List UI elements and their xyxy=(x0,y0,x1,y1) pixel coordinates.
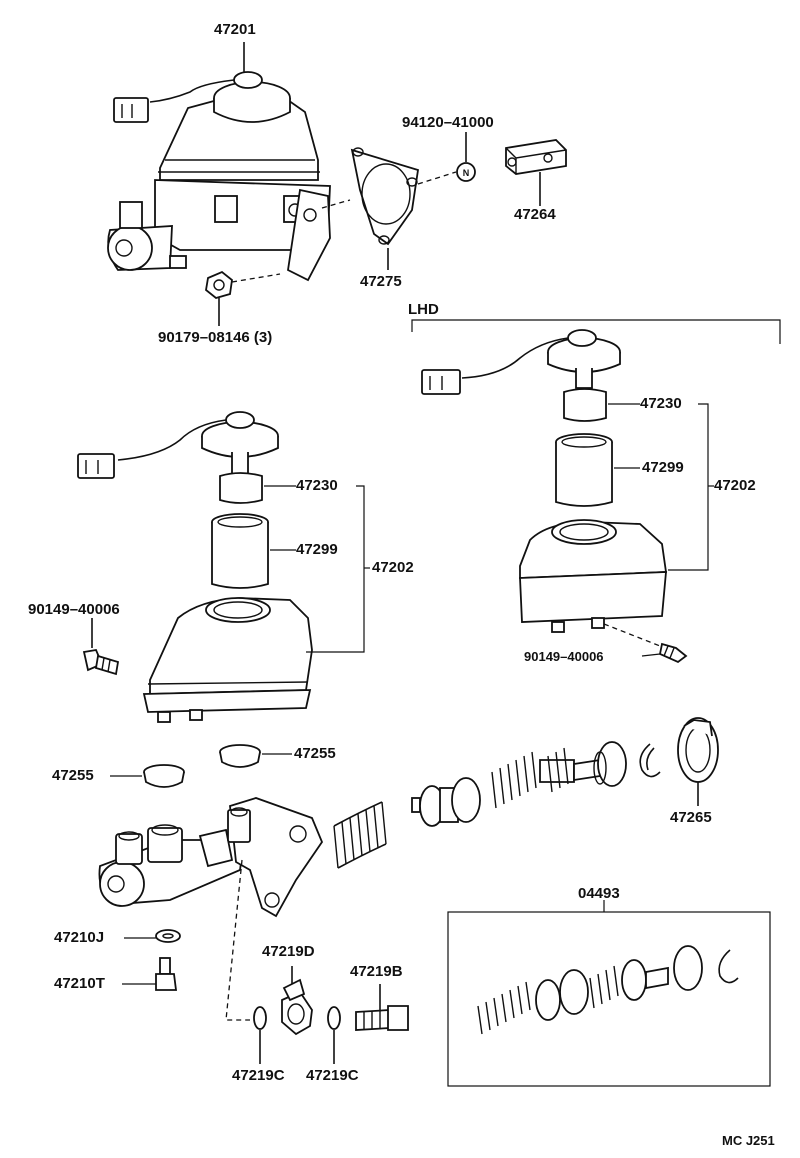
label-47210J: 47210J xyxy=(54,929,105,946)
label-47299-right: 47299 xyxy=(642,459,684,476)
label-47230-right: 47230 xyxy=(640,395,682,412)
float-47230-left xyxy=(219,472,263,504)
label-47201: 47201 xyxy=(214,21,256,38)
label-47219C-b: 47219C xyxy=(306,1067,359,1084)
screw-90149-40006-right xyxy=(658,642,688,664)
label-47255-right: 47255 xyxy=(294,745,336,762)
nut-94120-41000: N xyxy=(456,162,476,182)
label-47230-left: 47230 xyxy=(296,477,338,494)
spring-1 xyxy=(333,801,387,869)
label-lhd: LHD xyxy=(408,301,439,318)
label-47299-left: 47299 xyxy=(296,541,338,558)
label-47255-left: 47255 xyxy=(52,767,94,784)
float-47230-right xyxy=(563,388,607,422)
filter-47299-right xyxy=(555,433,613,507)
snap-ring xyxy=(639,743,661,778)
bolt-47219B xyxy=(355,1005,409,1031)
bolt-90179-08146 xyxy=(205,270,233,299)
label-47210T: 47210T xyxy=(54,975,105,992)
reservoir-47202-left xyxy=(142,597,313,723)
gasket-47219C-a xyxy=(253,1006,267,1030)
label-47202-left: 47202 xyxy=(372,559,414,576)
grommet-47255-left xyxy=(143,764,185,788)
svg-text:N: N xyxy=(463,168,470,178)
bleeder-47210T xyxy=(155,957,178,991)
gasket-47275 xyxy=(350,147,420,246)
repair-kit-box-04493 xyxy=(447,911,771,1087)
label-47219C-a: 47219C xyxy=(232,1067,285,1084)
label-90179-08146: 90179–08146 (3) xyxy=(158,329,273,346)
label-47265: 47265 xyxy=(670,809,712,826)
boot-47265 xyxy=(677,717,719,783)
label-47264: 47264 xyxy=(514,206,556,223)
grommet-47255-right xyxy=(219,744,261,768)
label-47202-right: 47202 xyxy=(714,477,756,494)
reservoir-cap-with-sensor-left xyxy=(77,411,279,479)
reservoir-47202-right xyxy=(519,519,668,633)
spring-2 xyxy=(491,747,575,809)
filter-47299-left xyxy=(211,513,269,589)
label-90149-40006-right: 90149–40006 xyxy=(524,649,604,664)
secondary-piston xyxy=(411,777,481,827)
master-cylinder-body xyxy=(98,797,324,918)
primary-piston xyxy=(573,741,627,787)
label-47275: 47275 xyxy=(360,273,402,290)
gasket-47219C-b xyxy=(327,1006,341,1030)
label-94120-41000: 94120–41000 xyxy=(402,114,494,131)
label-47219D: 47219D xyxy=(262,943,315,960)
reservoir-cap-with-sensor-right xyxy=(421,329,621,395)
union-47219D xyxy=(281,978,313,1036)
label-47219B: 47219B xyxy=(350,963,403,980)
drawing-code: MC J251 xyxy=(722,1133,775,1148)
screw-90149-40006-left xyxy=(82,648,120,676)
label-04493: 04493 xyxy=(578,885,620,902)
washer-47210J xyxy=(155,929,181,943)
lhd-bracket xyxy=(411,319,781,344)
switch-47264 xyxy=(505,139,567,175)
repair-kit-parts xyxy=(477,945,739,1035)
master-cylinder-assembly-47201 xyxy=(107,71,331,282)
label-90149-40006-left: 90149–40006 xyxy=(28,601,120,618)
